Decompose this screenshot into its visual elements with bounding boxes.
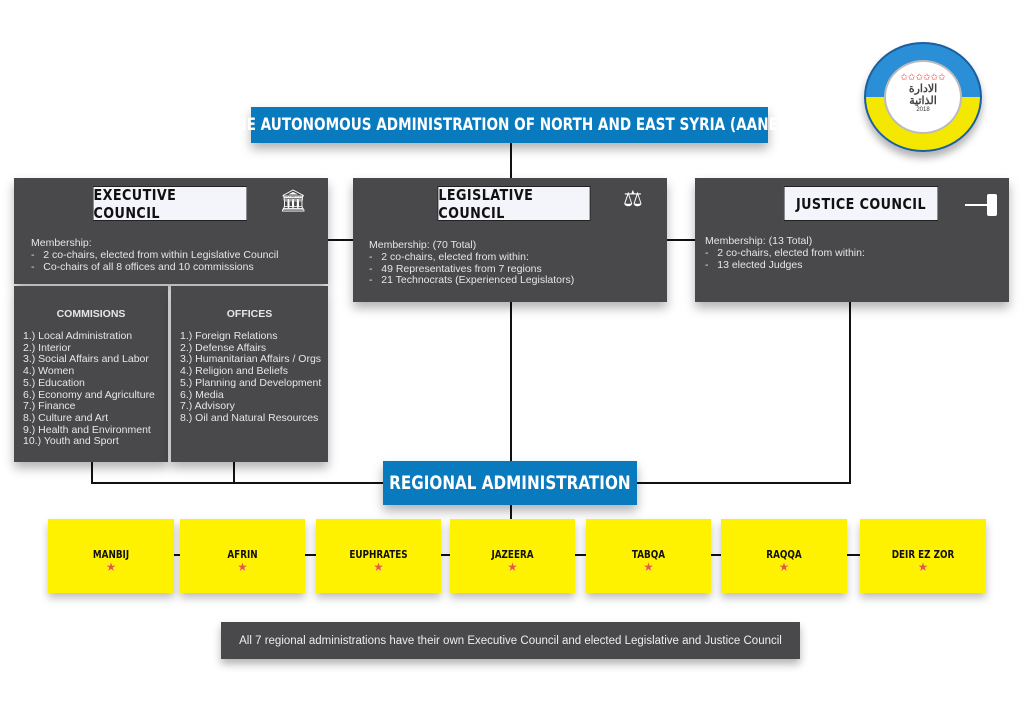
gavel-head — [987, 194, 997, 216]
connector — [510, 143, 512, 179]
region-name: AFRIN — [227, 548, 258, 561]
legislative-membership: Membership: (70 Total) - 2 co-chairs, el… — [369, 239, 575, 287]
region-name: TABQA — [631, 548, 666, 561]
region-afrin: AFRIN★ — [180, 519, 305, 593]
list-item: 7.) Finance — [23, 400, 76, 413]
connector — [510, 505, 512, 520]
list-item: 3.) Humanitarian Affairs / Orgs — [180, 353, 322, 366]
justice-council-title: JUSTICE COUNCIL — [783, 186, 939, 221]
executive-council-title: EXECUTIVE COUNCIL — [92, 186, 248, 222]
connector — [91, 462, 93, 484]
region-deir-ez-zor: DEIR EZ ZOR★ — [860, 519, 986, 593]
list-item: 4.) Religion and Beliefs — [180, 365, 288, 378]
list-item: 6.) Media — [180, 388, 224, 401]
list-item: 6.) Economy and Agriculture — [23, 388, 155, 401]
executive-council: EXECUTIVE COUNCIL 🏛 Membership: - 2 co-c… — [14, 178, 328, 284]
list-item: 1.) Local Administration — [23, 330, 133, 342]
star-icon: ★ — [237, 560, 248, 574]
region-raqqa: RAQQA★ — [721, 519, 847, 593]
list-item: 5.) Education — [23, 376, 85, 389]
list-item: 4.) Women — [23, 365, 75, 378]
star-icon: ★ — [917, 560, 929, 574]
region-jazeera: JAZEERA★ — [450, 519, 575, 593]
region-tabqa: TABQA★ — [586, 519, 711, 593]
region-name: EUPHRATES — [349, 548, 408, 561]
region-name: JAZEERA — [491, 548, 534, 561]
list-item: 8.) Oil and Natural Resources — [180, 411, 319, 424]
gavel-icon — [965, 204, 987, 206]
list-item: 5.) Planning and Development — [180, 376, 322, 389]
legislative-council: LEGISLATIVE COUNCIL ⚖ Membership: (70 To… — [353, 178, 667, 302]
star-icon: ★ — [373, 560, 384, 574]
connector — [510, 302, 512, 462]
main-title: THE AUTONOMOUS ADMINISTRATION OF NORTH A… — [226, 107, 793, 143]
logo-year: 2018 — [916, 107, 930, 113]
justice-council: JUSTICE COUNCIL Membership: (13 Total) -… — [695, 178, 1009, 302]
footnote: All 7 regional administrations have thei… — [221, 622, 800, 659]
region-name: RAQQA — [766, 548, 802, 561]
star-icon: ★ — [778, 560, 790, 574]
star-icon: ★ — [105, 560, 117, 574]
list-item: 9.) Health and Environment — [23, 423, 151, 436]
star-icon: ★ — [643, 560, 654, 574]
connector — [636, 482, 850, 484]
legislative-council-title: LEGISLATIVE COUNCIL — [437, 186, 591, 222]
building-icon: 🏛 — [279, 188, 307, 213]
region-name: MANBIJ — [92, 548, 130, 561]
offices-heading: OFFICES — [226, 308, 273, 320]
list-item: 8.) Culture and Art — [23, 411, 109, 424]
list-item: 1.) Foreign Relations — [180, 330, 278, 342]
regional-administration-title: REGIONAL ADMINISTRATION — [383, 461, 637, 505]
executive-membership: Membership: - 2 co-chairs, elected from … — [31, 237, 279, 273]
commissions-heading: COMMISIONS — [56, 308, 126, 320]
region-name: DEIR EZ ZOR — [891, 548, 955, 561]
connector — [328, 239, 354, 241]
scales-icon: ⚖ — [623, 186, 643, 211]
region-euphrates: EUPHRATES★ — [316, 519, 441, 593]
region-manbij: MANBIJ★ — [48, 519, 174, 593]
connector — [849, 302, 851, 484]
list-item: 7.) Advisory — [180, 400, 235, 413]
connector — [667, 239, 695, 241]
list-item: 2.) Interior — [23, 341, 71, 354]
list-item: 2.) Defense Affairs — [180, 341, 267, 354]
connector — [233, 462, 235, 484]
star-icon: ★ — [507, 560, 518, 574]
list-item: 10.) Youth and Sport — [23, 435, 119, 448]
connector — [91, 482, 384, 484]
list-item: 3.) Social Affairs and Labor — [23, 353, 149, 366]
justice-membership: Membership: (13 Total) - 2 co-chairs, el… — [705, 235, 865, 271]
